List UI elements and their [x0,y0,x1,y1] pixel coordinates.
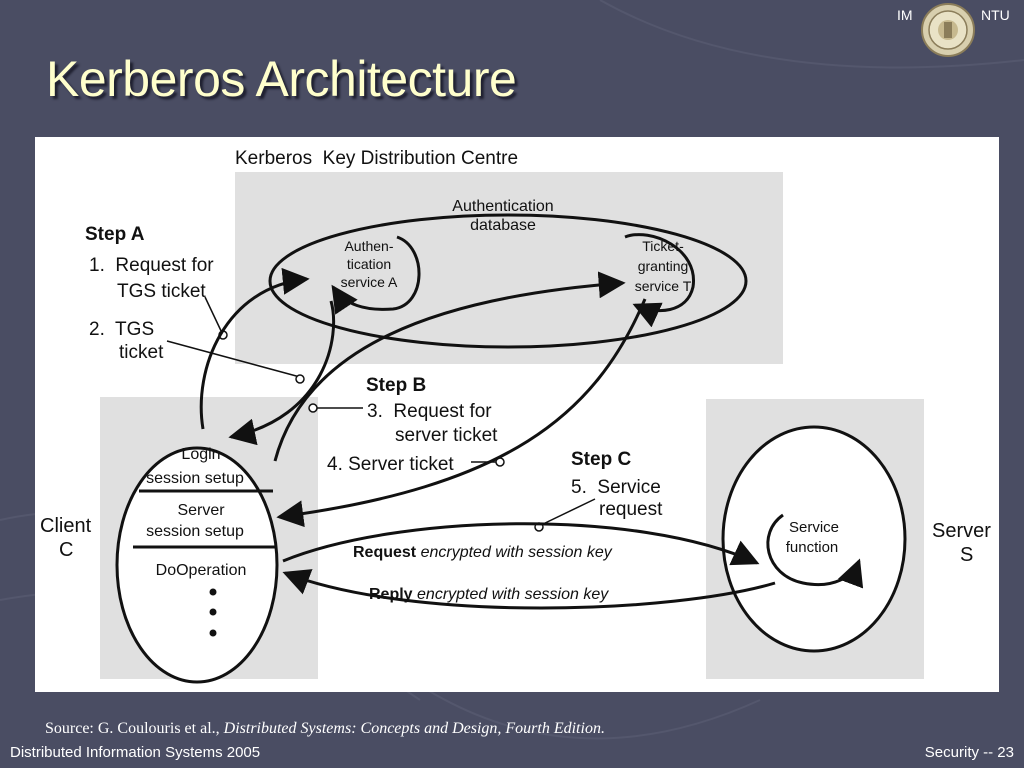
step-c-item5-line1: 5. Service [571,477,661,498]
arrow-tgs-ticket [228,300,335,446]
reply-label-bold: Reply [369,586,413,603]
step-b-title: Step B [366,375,426,396]
auth-service-label-3: service A [341,274,398,290]
slide-title: Kerberos Architecture [46,51,517,107]
request-label-bold: Request [353,544,417,561]
source-citation: Source: G. Coulouris et al., Distributed… [45,720,605,738]
step-b-item3-line1: 3. Request for [367,401,492,422]
arrow-request-tgs [199,267,310,430]
step-a-item1-line1: 1. Request for [89,255,214,276]
step-c-leader [540,498,596,526]
client-dooperation: DoOperation [156,562,247,579]
step-a-leader-1 [204,296,224,336]
request-label-italic: encrypted with session key [416,544,613,561]
client-ellipsis-dot-1 [209,588,217,596]
step-b-connector-3 [308,403,318,413]
step-b-item3-line2: server ticket [395,425,498,446]
auth-service-label-1: Authen- [344,238,393,254]
step-c-item5-line2: request [599,499,663,520]
step-b-item4: 4. Server ticket [327,454,454,475]
step-a-connector-2 [295,374,305,384]
service-function-label-2: function [786,539,839,556]
auth-service-label-2: tication [347,256,391,272]
auth-service-loop [331,235,421,315]
client-login: Login [181,446,220,463]
step-a-item1-line2: TGS ticket [117,281,206,302]
client-server: Server [177,502,225,519]
service-function-label-1: Service [789,519,839,536]
client-ellipsis-dot-2 [209,608,217,616]
step-a-leader-2 [166,340,301,378]
step-c-title: Step C [571,449,631,470]
reply-label: Reply encrypted with session key [369,586,609,603]
request-label: Request encrypted with session key [353,544,613,561]
arrow-request [282,522,760,566]
reply-label-italic: encrypted with session key [413,586,610,603]
server-label-1: Server [932,520,991,542]
source-book-title: Distributed Systems: Concepts and Design… [223,720,605,737]
client-ellipsis-dot-3 [209,629,217,637]
auth-db-label-1: Authentication [452,198,553,215]
arrow-reply [282,569,776,610]
ticket-service-label-2: granting [638,258,689,274]
kdc-ellipse [268,213,748,349]
ticket-service-label-1: Ticket- [642,238,684,254]
step-a-title: Step A [85,224,145,245]
service-function-loop [766,513,864,589]
kdc-label: Kerberos Key Distribution Centre [235,148,518,169]
footer-course: Distributed Information Systems 2005 [10,744,261,761]
footer-page: Security -- 23 [924,744,1014,761]
step-a-item2-line1: 2. TGS [89,319,154,340]
client-label-1: Client [40,515,92,537]
source-prefix: Source: G. Coulouris et al., [45,720,224,737]
step-a-item2-line2: ticket [119,342,164,363]
server-label-2: S [960,544,973,566]
arrow-server-ticket [276,298,647,528]
ticket-service-loop [624,233,695,328]
client-server-setup: session setup [146,523,244,540]
ticket-service-label-3: service T [635,278,692,294]
client-ellipse [115,446,279,684]
logo-ntu-label: NTU [981,7,1010,23]
server-ellipse [721,425,907,653]
logo-im-label: IM [897,7,913,23]
university-seal-icon [921,3,975,57]
auth-db-label-2: database [470,217,536,234]
client-label-2: C [59,539,73,561]
kerberos-diagram: Kerberos Key Distribution Centre Authent… [35,137,999,692]
arrow-request-server-ticket [273,271,626,462]
client-login-setup: session setup [146,470,244,487]
